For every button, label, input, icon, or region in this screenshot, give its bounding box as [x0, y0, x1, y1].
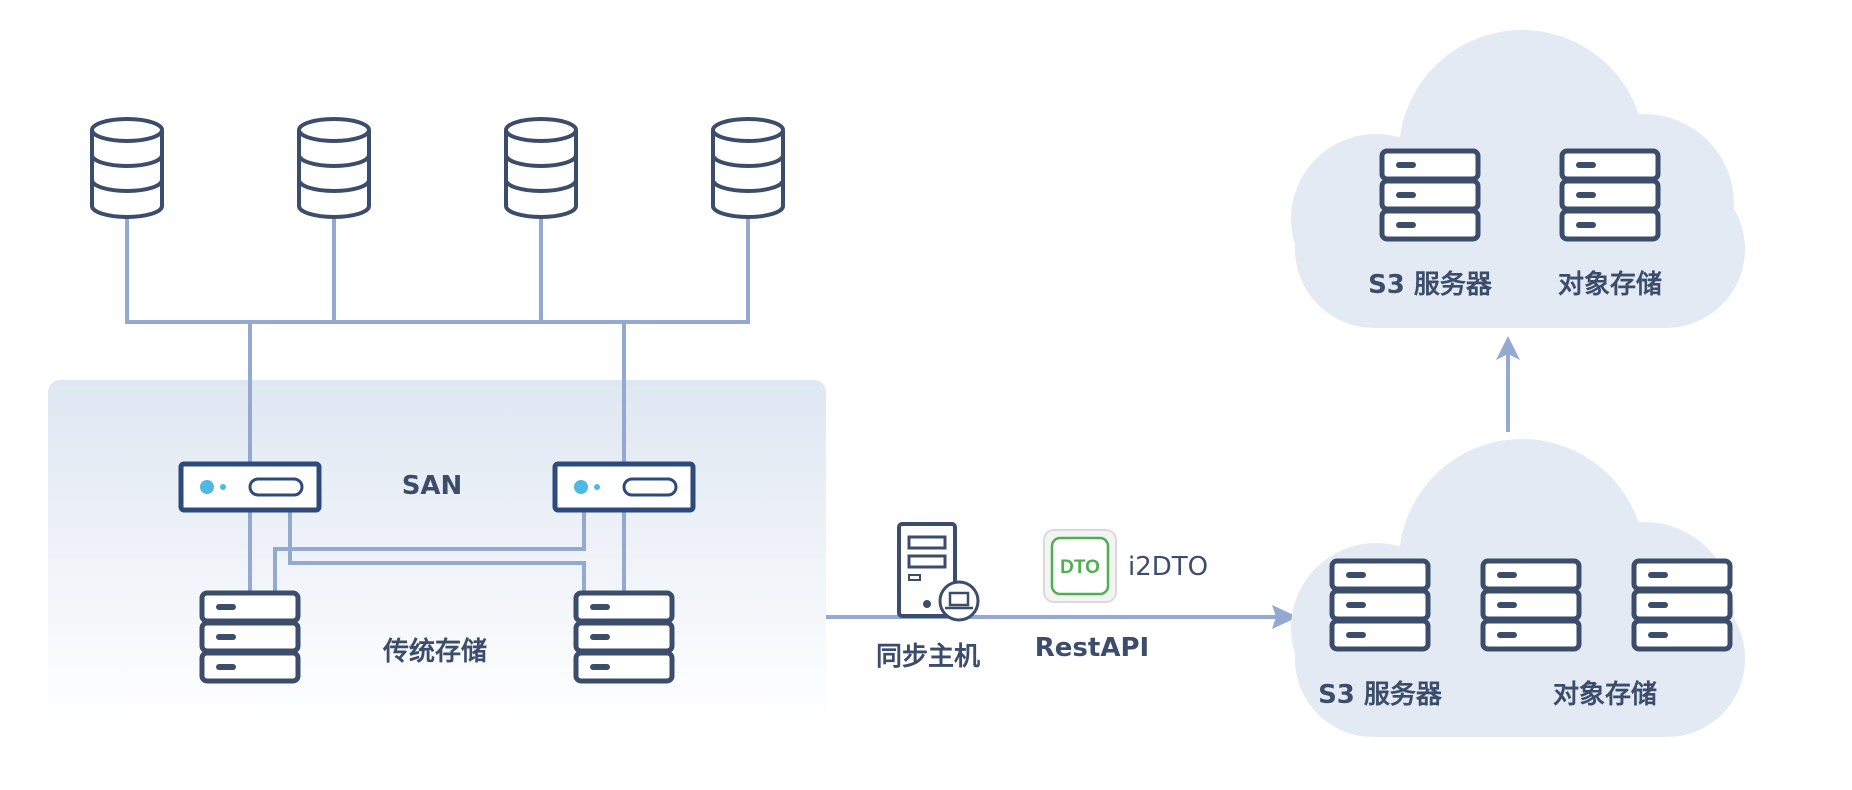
dto-badge-text: DTO	[1060, 557, 1100, 578]
object-storage-icon	[1562, 151, 1658, 239]
cloud-bottom-server-label: S3 服务器	[1318, 680, 1443, 710]
arrow-up-icon	[1496, 336, 1520, 360]
san-label: SAN	[402, 471, 463, 501]
san-switch-icon	[555, 464, 693, 510]
object-storage-icon	[1483, 561, 1579, 649]
dto-logo: DTO	[1043, 529, 1117, 603]
s3-server-icon	[1332, 561, 1428, 649]
cloud-bottom-storage-label: 对象存储	[1553, 679, 1657, 710]
cloud-top-server-label: S3 服务器	[1368, 270, 1493, 300]
cloud-top	[1291, 30, 1745, 328]
product-label: i2DTO	[1128, 552, 1208, 582]
api-label: RestAPI	[1035, 633, 1149, 663]
sync-host-icon	[897, 522, 980, 622]
storage-server-icon	[202, 593, 298, 681]
database-icon	[297, 117, 371, 219]
cloud-top-storage-label: 对象存储	[1558, 269, 1662, 300]
sync-host-label: 同步主机	[876, 641, 980, 672]
database-icon	[711, 117, 785, 219]
traditional-storage-label: 传统存储	[382, 636, 487, 667]
object-storage-icon	[1634, 561, 1730, 649]
san-panel	[48, 380, 826, 730]
s3-server-icon	[1382, 151, 1478, 239]
san-switch-icon	[181, 464, 319, 510]
database-icon	[90, 117, 164, 219]
arrow-right-icon	[1272, 605, 1298, 629]
database-icon	[504, 117, 578, 219]
storage-server-icon	[576, 593, 672, 681]
